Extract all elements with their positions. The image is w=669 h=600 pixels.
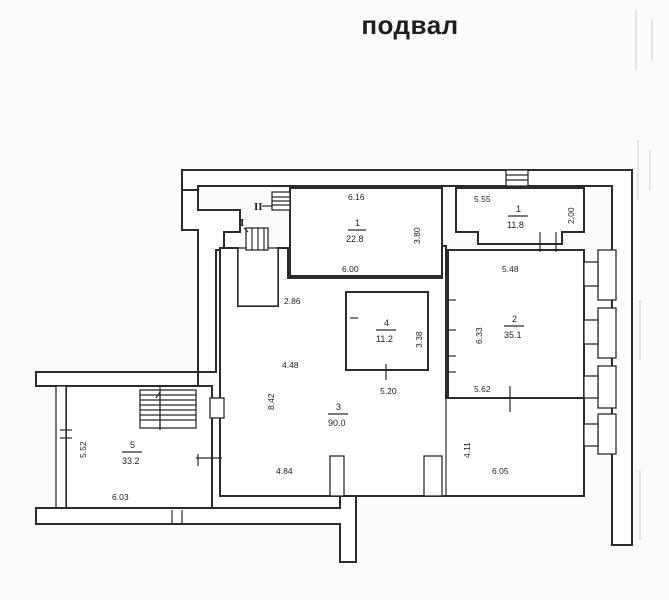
dim-6-16: 6.16 — [348, 192, 365, 202]
room-label-1-large: 1 22.8 — [346, 218, 366, 244]
outer-wall-bottom — [35, 495, 357, 563]
room-1-large — [289, 187, 443, 277]
room-label-4: 4 11.2 — [376, 318, 396, 344]
svg-text:11.8: 11.8 — [507, 220, 524, 230]
dim-5-48: 5.48 — [502, 264, 519, 274]
room-label-2: 2 35.1 — [504, 314, 524, 340]
svg-text:33.2: 33.2 — [122, 456, 140, 466]
dim-5-55: 5.55 — [474, 194, 491, 204]
outer-wall-left — [35, 189, 241, 399]
staircase — [139, 386, 225, 430]
svg-text:11.2: 11.2 — [376, 334, 393, 344]
door-marks — [60, 299, 511, 524]
dim-6-03: 6.03 — [112, 492, 129, 502]
dim-4-11: 4.11 — [462, 442, 472, 458]
svg-text:35.1: 35.1 — [504, 330, 522, 340]
room-label-1-small: 1 11.8 — [507, 204, 528, 230]
dim-4-48: 4.48 — [282, 360, 299, 370]
margin-marks — [635, 10, 653, 540]
svg-text:90.0: 90.0 — [328, 418, 346, 428]
svg-text:4: 4 — [384, 318, 389, 328]
entrance-label-i: I — [240, 217, 244, 229]
dim-5-20: 5.20 — [380, 386, 397, 396]
dim-8-42: 8.42 — [266, 393, 276, 410]
dim-6-05: 6.05 — [492, 466, 509, 476]
room-label-3: 3 90.0 — [328, 402, 348, 428]
dim-6-00: 6.00 — [342, 264, 359, 274]
svg-text:2: 2 — [512, 314, 517, 324]
entrance-label-ii: II — [254, 201, 263, 213]
svg-text:22.8: 22.8 — [346, 234, 364, 244]
floor-title: подвал — [361, 10, 459, 40]
room-5-left-wall — [55, 385, 67, 509]
dim-6-33: 6.33 — [474, 327, 484, 344]
dim-2-86: 2.86 — [284, 296, 301, 306]
dim-3-80: 3.80 — [412, 227, 422, 244]
window-niches — [583, 249, 617, 455]
room-2 — [447, 249, 585, 399]
dim-5-52: 5.52 — [78, 441, 88, 458]
svg-text:5: 5 — [130, 440, 135, 450]
dim-2-00: 2.00 — [566, 207, 576, 224]
room-4 — [345, 291, 429, 371]
svg-text:1: 1 — [516, 204, 521, 214]
partitions — [237, 247, 447, 497]
svg-text:1: 1 — [355, 218, 360, 228]
room-label-5: 5 33.2 — [122, 440, 142, 466]
dim-5-62: 5.62 — [474, 384, 491, 394]
entrances — [245, 169, 557, 252]
dim-3-38: 3.38 — [414, 331, 424, 348]
svg-text:3: 3 — [336, 402, 341, 412]
dim-4-84: 4.84 — [276, 466, 293, 476]
